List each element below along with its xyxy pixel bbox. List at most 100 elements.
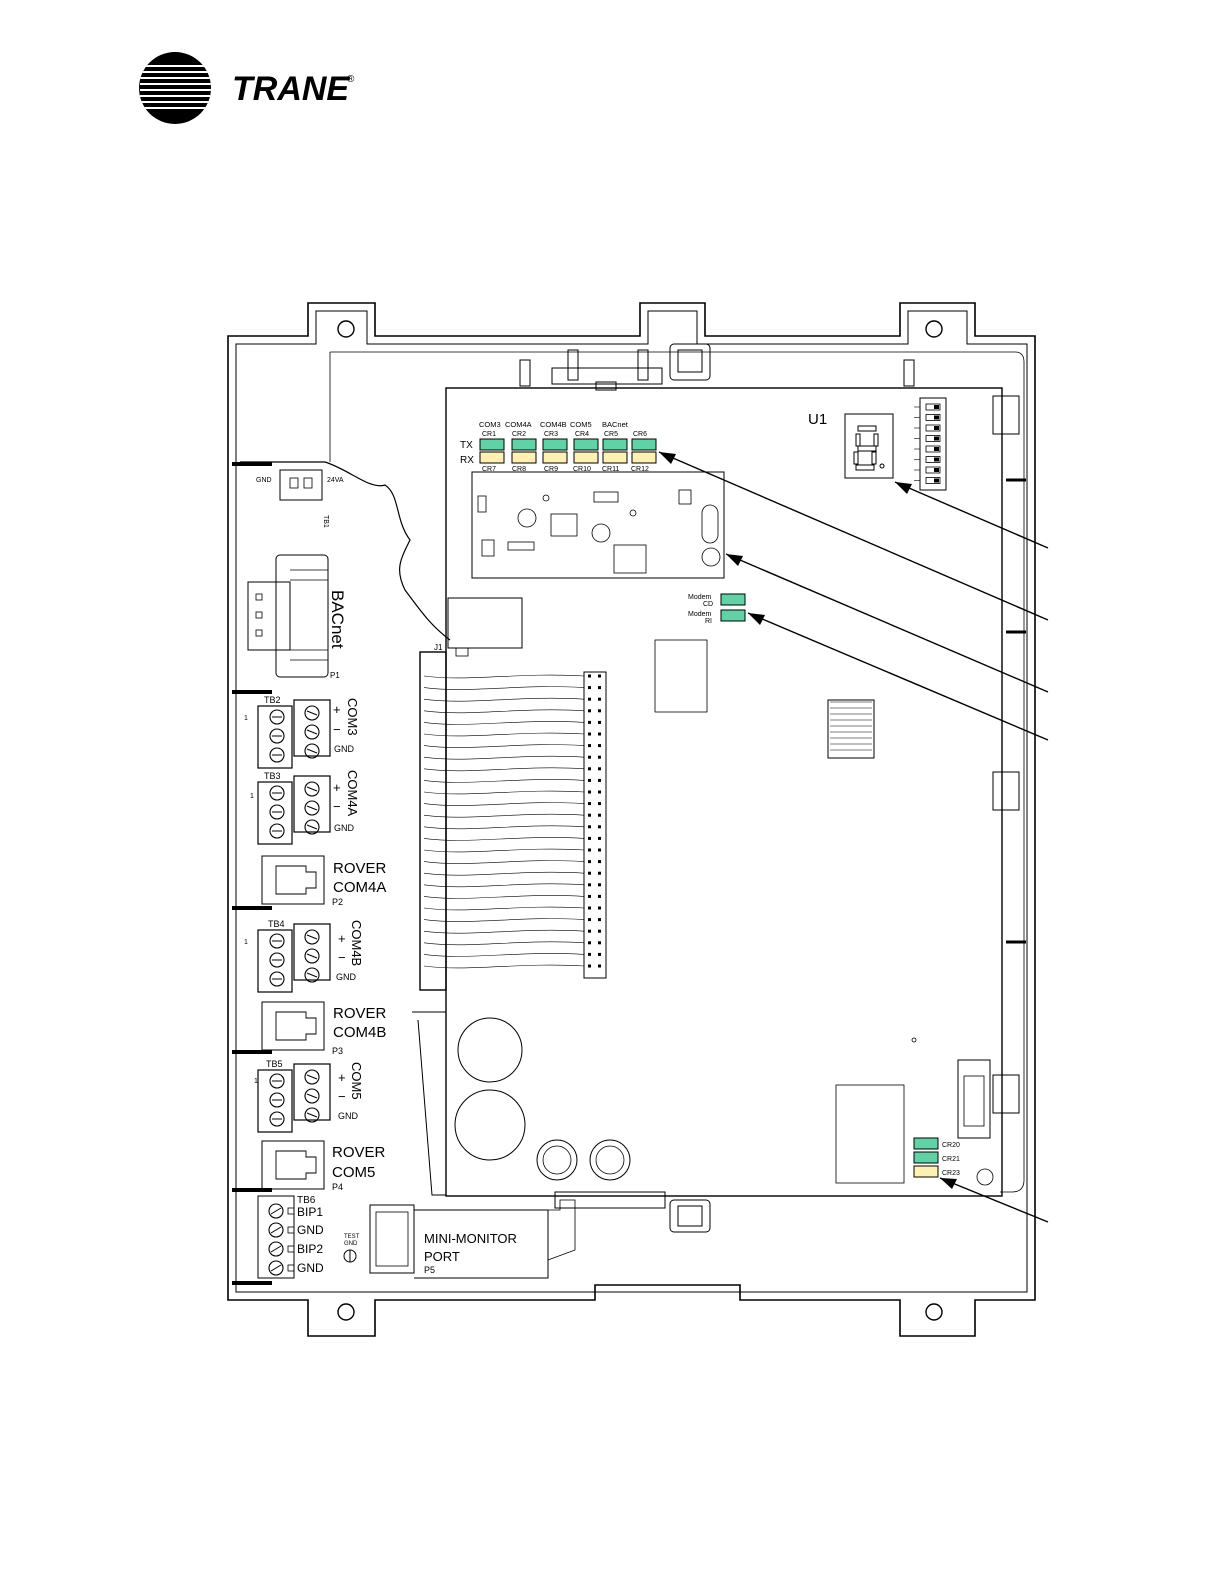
screw-icon	[304, 967, 320, 983]
led-cr21-label: CR21	[942, 1156, 960, 1163]
led-cr20	[913, 1137, 939, 1150]
screw-icon	[304, 929, 320, 945]
header-pin	[588, 790, 591, 794]
terminal-plug	[257, 929, 293, 993]
led-cr4-label: CR4	[575, 431, 589, 438]
test-gnd-line1: TEST	[344, 1234, 360, 1240]
header-pin	[588, 906, 591, 910]
mini-monitor-line2: PORT	[424, 1249, 460, 1264]
screw-slot	[306, 934, 318, 940]
brand-wordmark: TRANE	[232, 70, 350, 108]
header-pin	[588, 929, 591, 933]
tx-label: TX	[460, 440, 473, 451]
header-pin	[598, 778, 601, 782]
rover-com5-ref: P4	[332, 1182, 343, 1192]
rover-com4a-line1: ROVER	[333, 860, 387, 877]
dip-switch	[914, 397, 947, 491]
screw-icon	[269, 785, 285, 801]
screw-icon	[269, 709, 285, 725]
led-modem-cd	[720, 593, 746, 606]
ribbon-wire	[423, 721, 585, 725]
terminal-tab	[287, 1226, 295, 1234]
screw-icon	[304, 781, 320, 797]
header-pin	[598, 894, 601, 898]
header-pin	[598, 860, 601, 864]
tb6-terminal: TB6 BIP1 GND BIP2 GND	[257, 1195, 324, 1279]
bottom-leds: CR20 CR21 CR23	[913, 1137, 960, 1178]
header-pin	[598, 802, 601, 806]
led-cr8-label: CR8	[512, 466, 526, 473]
screw-slot	[306, 729, 318, 735]
led-tx	[573, 438, 599, 451]
modem-ri-sub-label: RI	[705, 618, 712, 625]
trane-logo: TRANE ®	[139, 52, 355, 124]
power-terminal: GND 24VA TB1	[256, 469, 344, 528]
led-matrix: TX RX COM3 COM4A COM4B COM5 BACnet CR1 C…	[460, 420, 657, 473]
led-cr23-label: CR23	[942, 1170, 960, 1177]
header-pin	[598, 686, 601, 690]
screw-slot	[306, 1074, 318, 1080]
tb6-label-gnd1: GND	[297, 1223, 324, 1237]
terminal-tab	[287, 1207, 295, 1215]
screw-icon	[268, 1222, 284, 1238]
tb2-plus-label: +	[333, 702, 341, 717]
ribbon-wire	[423, 779, 585, 783]
rover-ports: ROVER COM4A P2 ROVER COM4B P3 ROVER COM5…	[261, 855, 387, 1192]
ribbon-wire	[423, 941, 585, 946]
led-rx	[479, 451, 505, 464]
tb5-gnd-label: GND	[338, 1111, 359, 1121]
port-label-com4a: COM4A	[505, 420, 532, 429]
screw-slot	[306, 1093, 318, 1099]
arrowhead-icon	[940, 1178, 957, 1189]
ribbon-wire	[423, 871, 585, 876]
ribbon-wire	[423, 674, 585, 679]
header-pin	[588, 744, 591, 748]
led-cr21	[913, 1151, 939, 1164]
header-pin	[588, 802, 591, 806]
dip-switch-toggle	[925, 456, 941, 463]
header-pin	[598, 744, 601, 748]
ribbon-wire	[423, 790, 585, 795]
arrowhead-icon	[726, 554, 743, 566]
callout-leaders	[658, 451, 1049, 1223]
header-pin	[598, 918, 601, 922]
ribbon-wire	[423, 709, 585, 714]
header-pin	[598, 952, 601, 956]
dip-switch-toggle	[925, 477, 941, 484]
header-pin	[598, 871, 601, 875]
tb6-label-bip2: BIP2	[297, 1242, 323, 1256]
led-rx	[631, 451, 657, 464]
test-gnd-line2: GND	[344, 1241, 358, 1247]
screw-icon	[304, 1088, 320, 1104]
screw-slot	[306, 1112, 318, 1118]
header-pin	[598, 825, 601, 829]
header-pin	[598, 755, 601, 759]
screw-icon	[269, 1073, 285, 1089]
dip-switch-knob	[934, 405, 939, 409]
terminal-header	[293, 699, 331, 757]
led-cr20-label: CR20	[942, 1142, 960, 1149]
header-pin	[588, 686, 591, 690]
tb3-pin-label: 1	[250, 793, 254, 800]
arrowhead-icon	[659, 452, 676, 464]
led-cr12-label: CR12	[631, 466, 649, 473]
rj-jack-body	[261, 855, 325, 905]
tb2-block-label: TB2	[264, 695, 281, 705]
screw-slot	[270, 1226, 282, 1234]
power-24vac-label: 24VA	[327, 477, 344, 484]
header-pin	[588, 755, 591, 759]
screw-icon	[269, 971, 285, 987]
dip-switch-toggle	[925, 435, 941, 442]
screw-icon	[304, 1069, 320, 1085]
dip-switch-toggle	[925, 414, 941, 421]
terminal-tab	[287, 1264, 295, 1272]
header-pin	[598, 720, 601, 724]
ribbon-wire	[423, 837, 585, 841]
tb5-minus-label: −	[338, 1089, 346, 1104]
header-pin	[598, 929, 601, 933]
ribbon-wire	[423, 883, 585, 888]
tb4-pin-label: 1	[244, 939, 248, 946]
tb3-gnd-label: GND	[334, 823, 355, 833]
screw-icon	[269, 952, 285, 968]
ribbon-ref: J1	[434, 643, 443, 652]
